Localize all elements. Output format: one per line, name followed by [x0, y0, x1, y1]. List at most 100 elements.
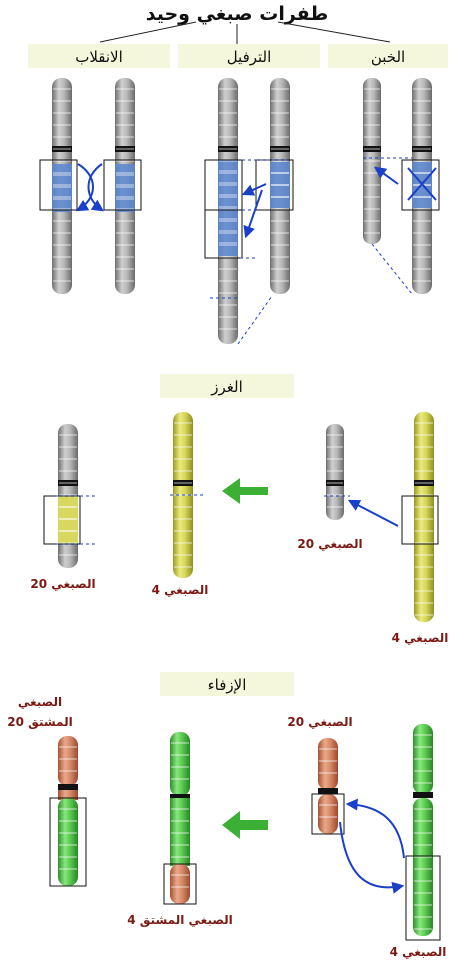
- chromosome-band: [414, 856, 432, 858]
- chromosome-band: [327, 470, 343, 472]
- translocation-green-arrow: [222, 811, 268, 839]
- chromosome-band: [116, 198, 134, 200]
- chromosome-band: [414, 734, 432, 736]
- chromosome-band: [271, 148, 289, 150]
- chromosome-band: [364, 100, 380, 102]
- translocation-header: الإزفاء: [160, 672, 294, 696]
- translocation-chromosome-4: [413, 724, 433, 936]
- chromosome-band: [219, 208, 237, 210]
- chromosome-band: [219, 220, 237, 222]
- chromosome-band: [59, 530, 77, 532]
- chromosome-band: [53, 160, 71, 162]
- chromosome-band: [53, 220, 71, 222]
- chromosome-band: [59, 820, 77, 822]
- inversion-arrow-2: [87, 163, 104, 212]
- chromosome-band: [53, 88, 71, 90]
- chromosome-band: [364, 148, 380, 150]
- chromosome-band: [219, 268, 237, 270]
- chromosome-band: [219, 328, 237, 330]
- svg-text:الانقلاب: الانقلاب: [75, 48, 123, 66]
- chromosome-band: [327, 494, 343, 496]
- chromosome-band: [116, 124, 134, 126]
- chromosome-band: [171, 844, 189, 846]
- chromosome-band: [174, 482, 192, 484]
- duplication-arrow-1: [241, 183, 267, 196]
- derivative-chromosome-4: [170, 732, 190, 904]
- chromosome-band: [271, 232, 289, 234]
- derivative20-label-line2: المشتق 20: [7, 715, 72, 729]
- chromosome-band: [53, 124, 71, 126]
- chromosome-band: [59, 808, 77, 810]
- chromosome-band: [415, 542, 433, 544]
- chromosome-band: [174, 542, 192, 544]
- chromosome-band: [59, 518, 77, 520]
- chromosome-band: [413, 172, 431, 174]
- chromosome-band: [116, 100, 134, 102]
- chromosome-band: [327, 482, 343, 484]
- chr20-translocation-box: [311, 793, 345, 835]
- chromosome-band: [59, 554, 77, 556]
- chromosome-band: [413, 100, 431, 102]
- chromosome-band: [219, 88, 237, 90]
- chromosome-band: [415, 554, 433, 556]
- chr4-insertion-source-label: الصبغي 4: [392, 631, 449, 645]
- chromosome-band: [53, 100, 71, 102]
- chromosome-band: [171, 754, 189, 756]
- insertion-source-box: [401, 495, 439, 545]
- chromosome-band: [219, 196, 237, 198]
- inversion-right-box: [103, 159, 142, 211]
- chromosome-band: [174, 470, 192, 472]
- chromosome-band: [415, 506, 433, 508]
- duplication-chromosome-left: [218, 78, 238, 344]
- chromosome-band: [116, 196, 134, 198]
- derivative20-box: [49, 797, 87, 887]
- chr20-insertion-label: الصبغي 20: [30, 577, 95, 591]
- chromosome-band: [271, 196, 289, 198]
- chromosome-band: [219, 292, 237, 294]
- insertion-result-dashed-lines: [56, 495, 96, 545]
- chromosome-band: [53, 268, 71, 270]
- chromosome-band: [116, 148, 134, 150]
- chromosome-band: [271, 208, 289, 210]
- chromosome-band: [364, 124, 380, 126]
- chromosome-band: [219, 160, 237, 162]
- inversion-chromosome-left: [52, 78, 72, 294]
- chromosome-band: [364, 172, 380, 174]
- chromosome-band: [174, 458, 192, 460]
- chromosome-band: [53, 174, 71, 176]
- chromosome-band: [53, 148, 71, 150]
- chromosome-band: [415, 458, 433, 460]
- chromosome-band: [59, 832, 77, 834]
- inversion-chromosome-right: [115, 78, 135, 294]
- chromosome-band: [413, 244, 431, 246]
- chromosome-band: [413, 172, 431, 174]
- inversion-header: الانقلاب: [28, 44, 170, 68]
- chromosome-band: [219, 124, 237, 126]
- chr20-translocation-label: الصبغي 20: [287, 715, 352, 729]
- duplication-header: الترفيل: [178, 44, 320, 68]
- chromosome-band: [414, 868, 432, 870]
- chromosome-band: [116, 280, 134, 282]
- chromosome-band: [59, 770, 77, 772]
- chromosome-band: [415, 518, 433, 520]
- chr4-insertion-result-label: الصبغي 4: [152, 583, 209, 597]
- chromosome-band: [59, 506, 77, 508]
- chromosome-band: [171, 742, 189, 744]
- chromosome-band: [413, 280, 431, 282]
- chromosome-band: [413, 256, 431, 258]
- duplication-box-2: [204, 209, 243, 259]
- chromosome-band: [413, 112, 431, 114]
- chromosome-band: [116, 174, 134, 176]
- chromosome-band: [219, 316, 237, 318]
- chromosome-band: [413, 136, 431, 138]
- chromosome-band: [413, 220, 431, 222]
- chromosome-band: [414, 892, 432, 894]
- chromosome-band: [53, 244, 71, 246]
- chromosome-band: [219, 280, 237, 282]
- chromosome-band: [171, 766, 189, 768]
- translocation-arrow-1: [345, 798, 405, 859]
- chromosome-band: [415, 602, 433, 604]
- chromosome-band: [171, 886, 189, 888]
- chromosome-band: [364, 208, 380, 210]
